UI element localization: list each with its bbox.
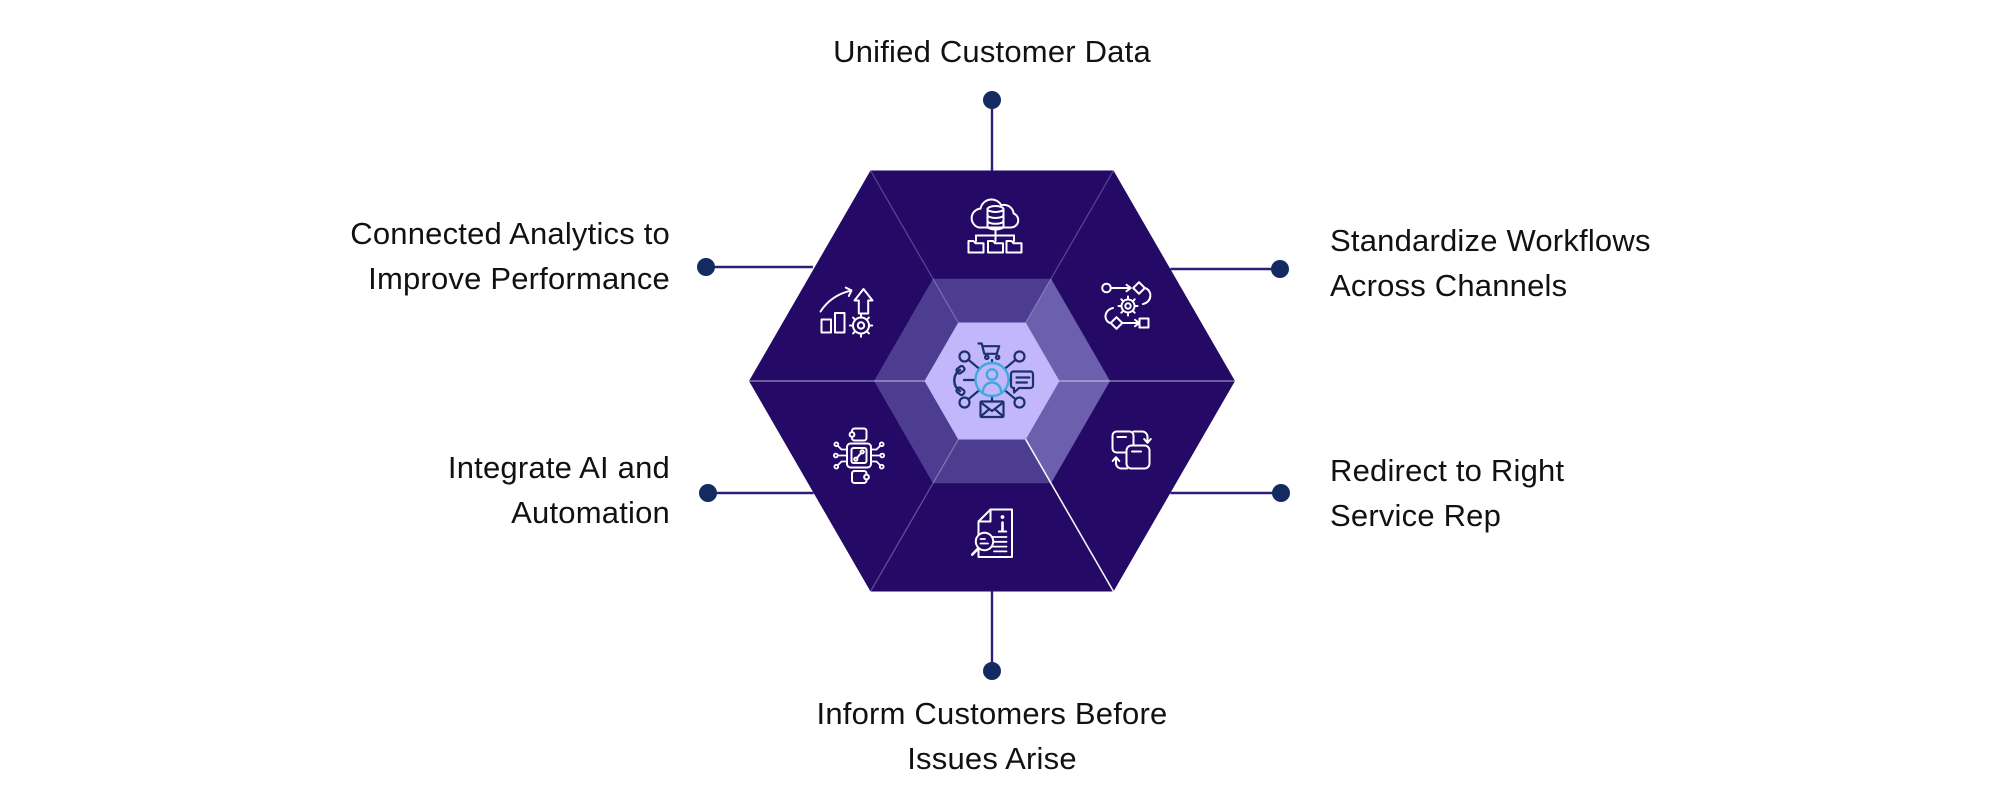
- ai-chip-icon: [832, 427, 885, 484]
- label-unified-customer-data: Unified Customer Data: [833, 34, 1151, 69]
- label-connected-analytics: Connected Analytics to Improve Performan…: [350, 216, 670, 296]
- connector-dot: [697, 258, 715, 276]
- label-standardize-workflows: Standardize Workflows Across Channels: [1330, 223, 1651, 303]
- connector-top-right: [1170, 260, 1289, 278]
- phone-icon: [953, 364, 966, 397]
- omnichannel-customer-icon: [953, 342, 1035, 419]
- envelope-icon: [979, 400, 1005, 419]
- cloud-database-icon: [967, 198, 1023, 254]
- connector-dot: [1272, 484, 1290, 502]
- label-integrate-ai: Integrate AI and Automation: [447, 450, 670, 530]
- chat-bubble-icon: [1009, 370, 1035, 394]
- data-transfer-icon: [1111, 430, 1152, 470]
- connector-dot: [983, 91, 1001, 109]
- mid-hexagon-facet-ne: [1025, 278, 1110, 381]
- analytics-growth-icon: [819, 286, 874, 338]
- label-inform-customers: Inform Customers Before Issues Arise: [816, 696, 1168, 776]
- connector-bottom-right: [1170, 484, 1290, 502]
- customer-avatar-icon: [974, 361, 1010, 398]
- connector-bottom: [983, 591, 1001, 680]
- connector-dot: [983, 662, 1001, 680]
- connector-dot: [699, 484, 717, 502]
- label-redirect-service-rep: Redirect to Right Service Rep: [1330, 453, 1565, 533]
- connector-dot: [1271, 260, 1289, 278]
- mid-hexagon-facet-se: [1025, 381, 1110, 484]
- inner-hexagon: [924, 322, 1060, 440]
- connector-bottom-left: [699, 484, 814, 502]
- shopping-cart-icon: [977, 342, 1001, 361]
- connector-top-left: [697, 258, 813, 276]
- workflow-icon: [1101, 281, 1152, 330]
- connector-top: [983, 91, 1001, 171]
- document-search-icon: [970, 508, 1013, 558]
